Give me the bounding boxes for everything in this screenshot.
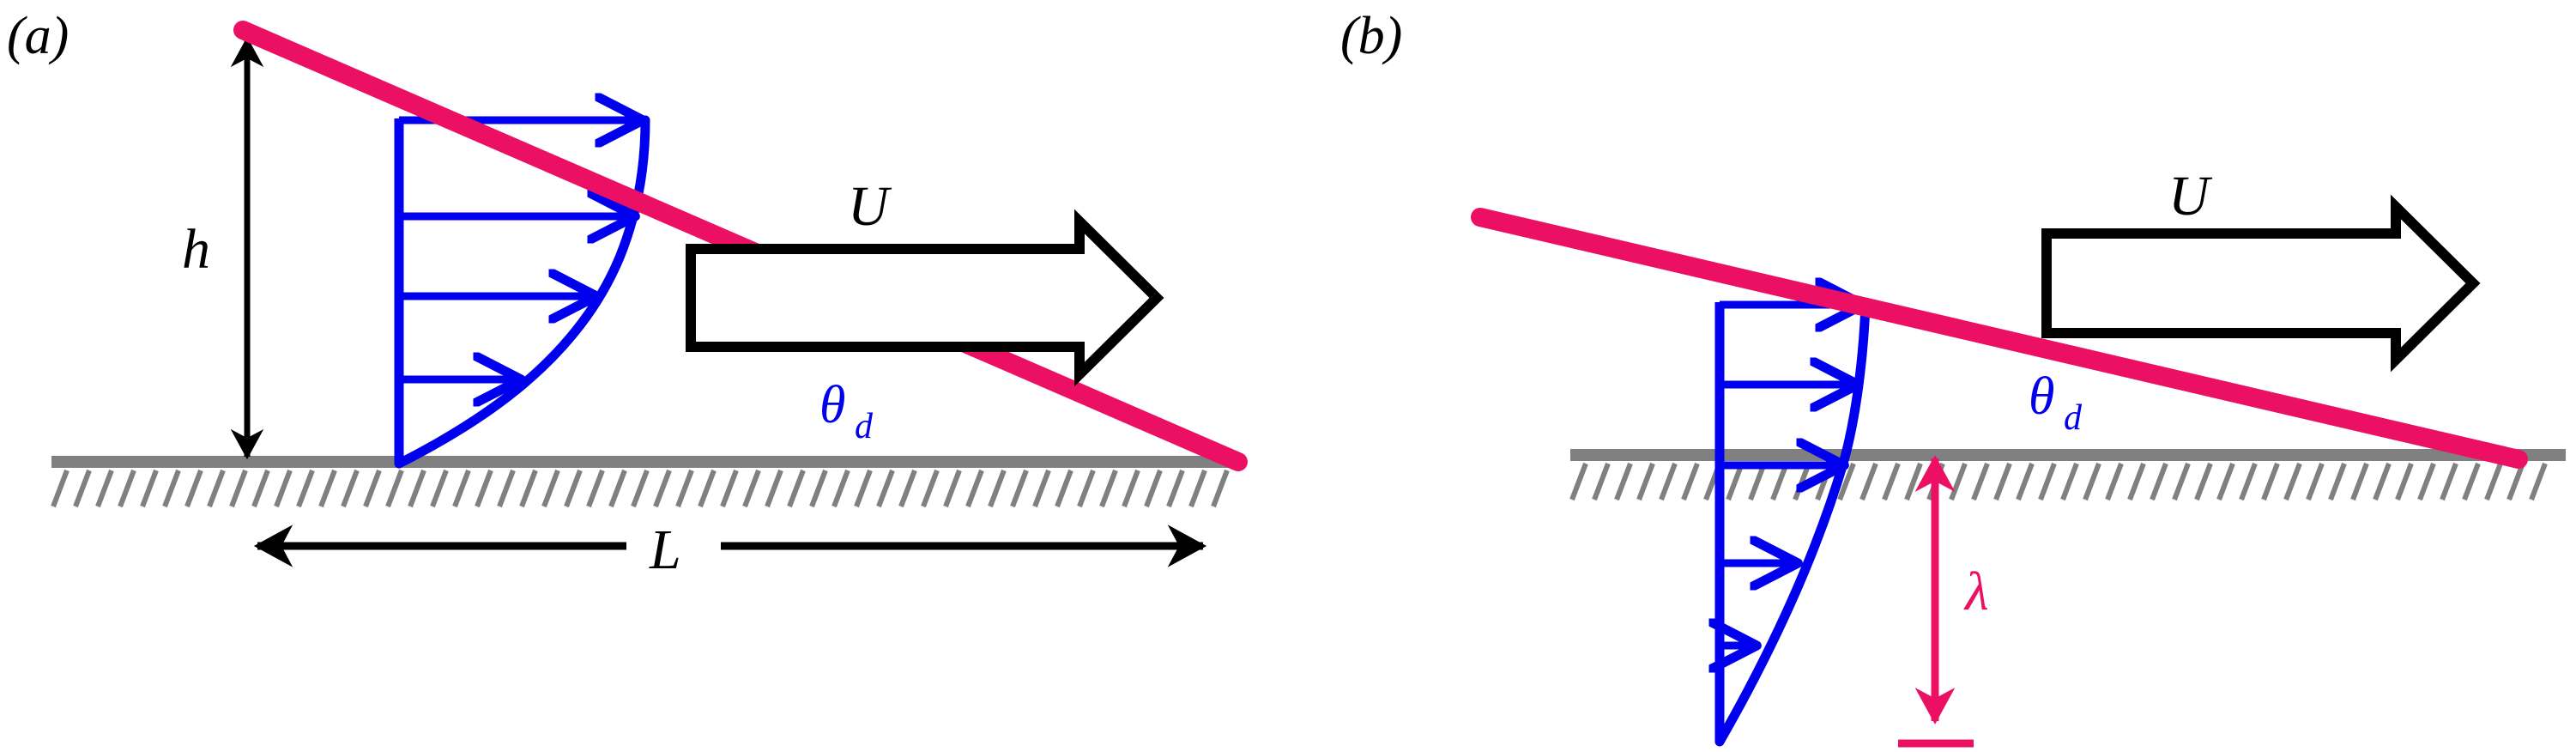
velocity-label-b: U [2168,165,2213,227]
u-block-arrow-a [686,209,1164,387]
theta-subscript-a: d [855,407,874,446]
substrate-line-a [51,456,1238,468]
panel-a-substrate [51,456,1238,506]
contact-angle-label-b: θ d [2029,367,2083,438]
slip-length-dimension-b: λ [1898,455,1989,748]
contact-angle-label-a: θ d [819,376,874,446]
velocity-arrow-a: U [686,175,1164,387]
u-block-arrow-b [2041,194,2481,373]
slip-length-label: λ [1963,561,1989,622]
panel-a-label: (a) [7,7,69,65]
panel-b-label: (b) [1340,7,1402,65]
panel-a: (a) [7,7,1248,581]
length-dimension-a: L [253,519,1207,581]
theta-symbol-b: θ [2029,367,2054,426]
length-label: L [649,519,681,581]
panel-b: (b) [1340,7,2566,748]
velocity-profile-b [1720,302,1871,747]
theta-subscript-b: d [2064,398,2083,438]
height-dimension-a: h [182,36,264,460]
velocity-arrow-b: U [2041,165,2481,373]
height-label: h [182,218,210,281]
velocity-label-a: U [848,175,892,238]
theta-symbol-a: θ [819,376,845,434]
interface-line-b [1471,208,2528,469]
